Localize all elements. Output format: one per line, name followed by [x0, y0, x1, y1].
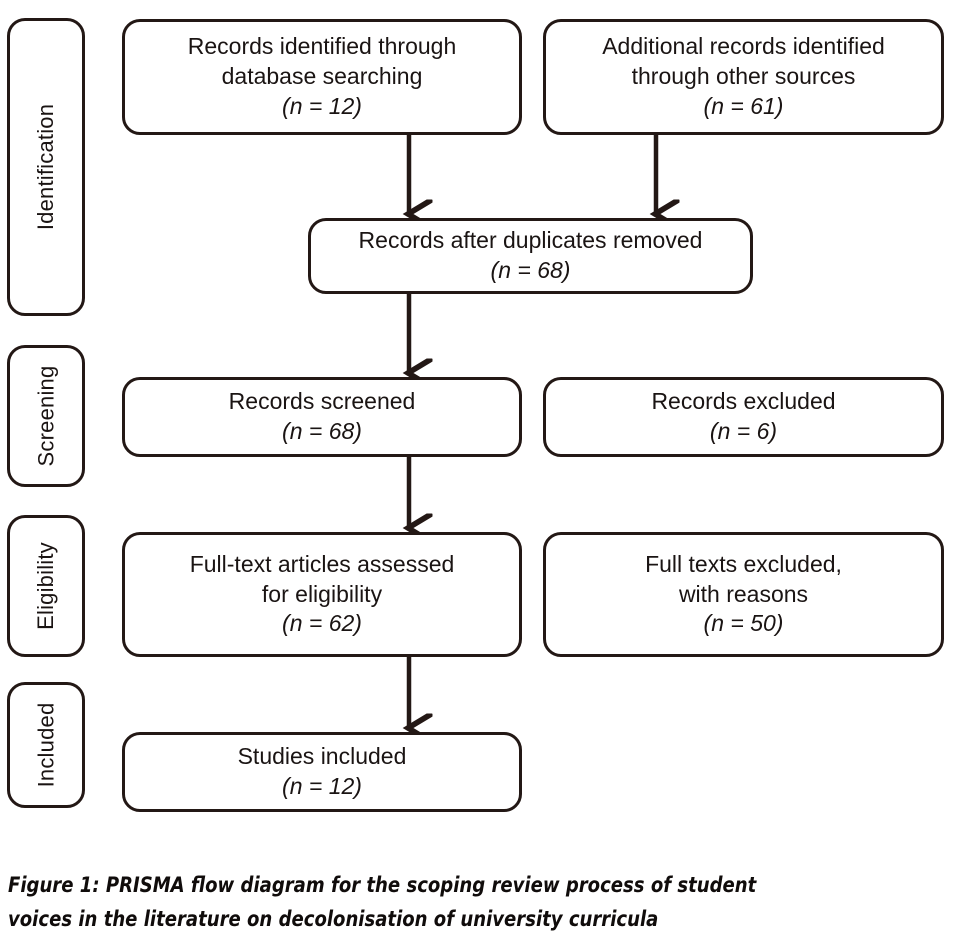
node-records-excluded: Records excluded (n = 6) [543, 377, 944, 457]
node-fulltext-assessed-count: (n = 62) [282, 610, 362, 637]
node-records-identified-database: Records identified through database sear… [122, 19, 522, 135]
node-studies-included-line1: Studies included [237, 743, 407, 770]
node-records-excluded-count: (n = 6) [709, 418, 778, 444]
node-records-excluded-line1: Records excluded [651, 388, 836, 415]
node-fulltext-assessed-line1: Full-text articles assessed [189, 550, 455, 577]
node-fulltext-excluded-line2: with reasons [678, 580, 809, 607]
figure-caption: Figure 1: PRISMA flow diagram for the sc… [8, 873, 757, 932]
node-fulltext-excluded-line1: Full texts excluded, [645, 550, 842, 577]
stage-label-screening: Screening [7, 345, 85, 487]
stage-label-eligibility: Eligibility [7, 515, 85, 657]
node-fulltext-assessed: Full-text articles assessed for eligibil… [122, 532, 522, 657]
node-records-identified-database-line2: database searching [221, 63, 423, 90]
node-additional-records: Additional records identified through ot… [543, 19, 944, 135]
node-fulltext-excluded: Full texts excluded, with reasons (n = 5… [543, 532, 944, 657]
node-records-after-duplicates-line1: Records after duplicates removed [358, 227, 703, 254]
node-studies-included: Studies included (n = 12) [122, 732, 522, 812]
stage-label-included-text: Included [33, 702, 58, 788]
node-additional-records-line2: through other sources [631, 63, 856, 90]
node-studies-included-count: (n = 12) [282, 773, 362, 799]
node-records-identified-database-line1: Records identified through [187, 33, 457, 60]
stage-label-eligibility-text: Eligibility [33, 542, 59, 630]
node-records-identified-database-count: (n = 12) [282, 92, 362, 119]
node-additional-records-count: (n = 61) [703, 92, 784, 119]
stage-label-included: Included [7, 682, 85, 808]
node-records-screened: Records screened (n = 68) [122, 377, 522, 457]
node-additional-records-line1: Additional records identified [602, 33, 885, 60]
node-fulltext-excluded-count: (n = 50) [703, 610, 784, 637]
stage-label-identification-text: Identification [33, 103, 59, 231]
node-records-screened-line1: Records screened [228, 388, 416, 415]
node-records-after-duplicates-count: (n = 68) [490, 257, 571, 283]
node-records-screened-count: (n = 68) [282, 418, 362, 444]
node-records-after-duplicates: Records after duplicates removed (n = 68… [308, 218, 753, 294]
stage-label-identification: Identification [7, 18, 85, 316]
stage-label-screening-text: Screening [33, 365, 58, 467]
node-fulltext-assessed-line2: for eligibility [261, 580, 383, 607]
